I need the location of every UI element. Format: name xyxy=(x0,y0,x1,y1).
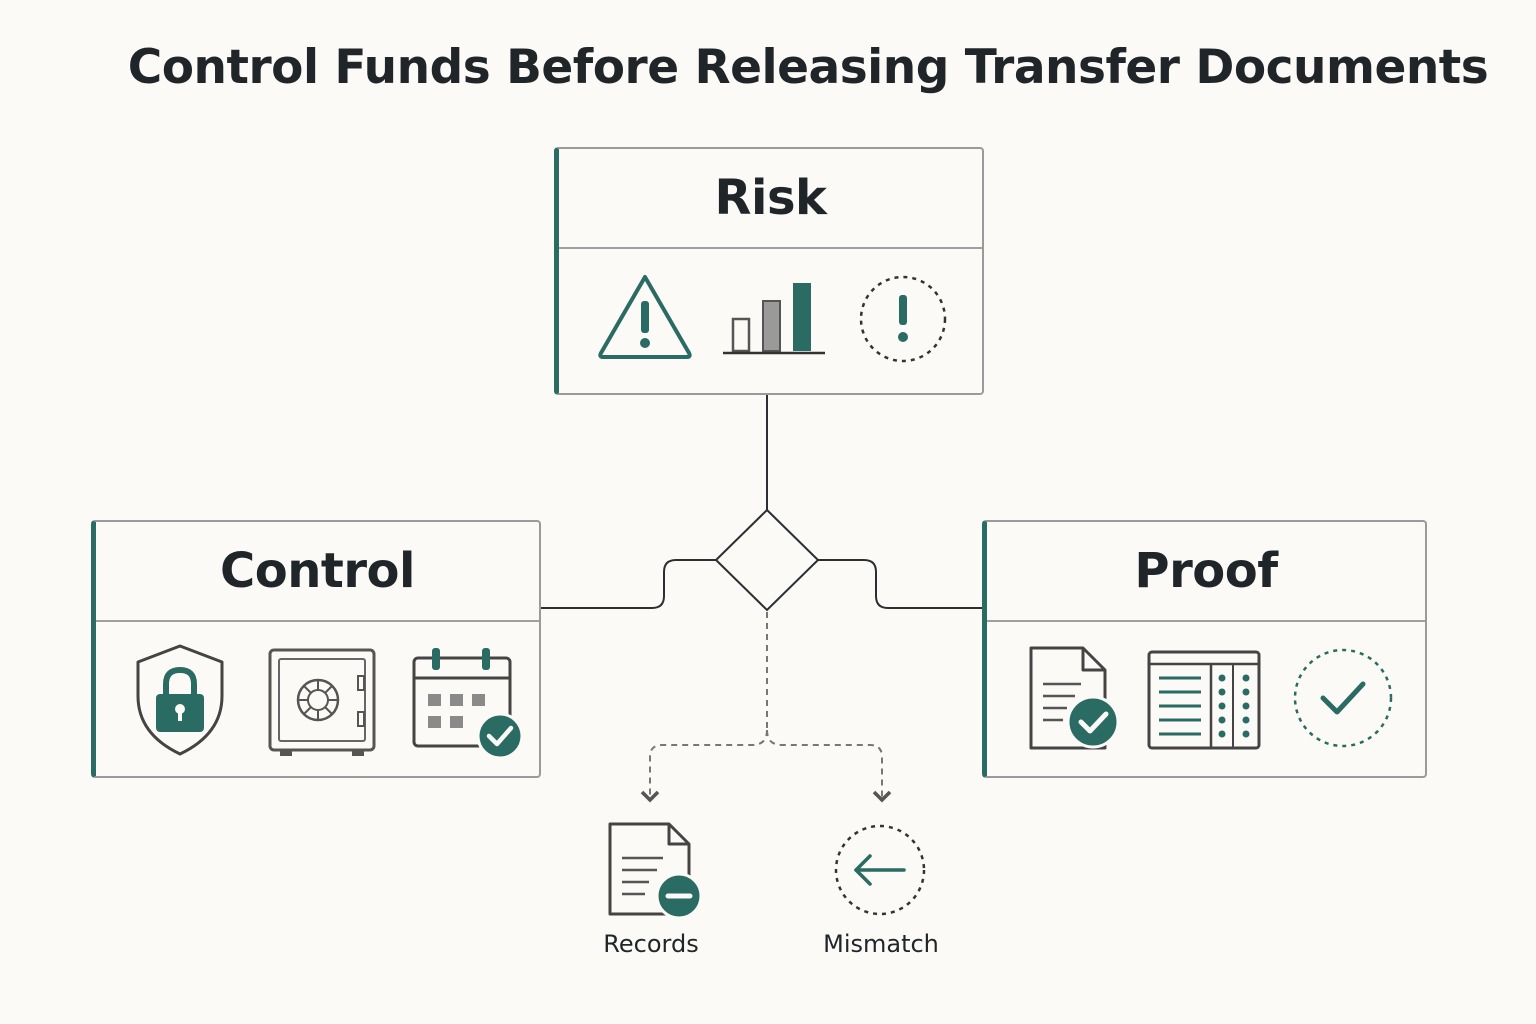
dashed-alert-circle-icon xyxy=(857,273,949,365)
mismatch-branch xyxy=(766,729,892,803)
calendar-check-icon xyxy=(408,644,524,760)
control-connector xyxy=(541,559,716,609)
outcome-label-mismatch: Mismatch xyxy=(823,930,939,958)
proof-panel-title: Proof xyxy=(1134,543,1278,599)
control-panel-title: Control xyxy=(220,543,415,599)
bar-chart-icon xyxy=(721,277,827,357)
control-panel-header: Control xyxy=(96,522,539,622)
dashed-check-circle-icon xyxy=(1291,646,1395,750)
control-panel-icons xyxy=(96,622,539,776)
document-check-icon xyxy=(1025,644,1125,756)
decision-diamond xyxy=(714,508,820,612)
proof-panel: Proof xyxy=(982,520,1427,778)
warning-triangle-icon xyxy=(595,271,695,361)
proof-panel-header: Proof xyxy=(987,522,1425,622)
shield-lock-icon xyxy=(132,642,228,758)
document-minus-icon xyxy=(605,820,705,920)
proof-panel-icons xyxy=(987,622,1425,776)
risk-panel: Risk xyxy=(554,147,984,395)
diagram-title: Control Funds Before Releasing Transfer … xyxy=(127,40,1489,95)
risk-panel-header: Risk xyxy=(559,149,982,249)
risk-panel-title: Risk xyxy=(714,170,827,226)
risk-panel-icons xyxy=(559,249,982,393)
records-branch xyxy=(640,729,768,803)
proof-connector xyxy=(818,559,983,609)
outcome-label-records: Records xyxy=(603,930,699,958)
dashed-arrow-left-circle-icon xyxy=(832,822,928,918)
ledger-table-icon xyxy=(1145,648,1263,752)
safe-icon xyxy=(266,646,378,758)
control-panel: Control xyxy=(91,520,541,778)
